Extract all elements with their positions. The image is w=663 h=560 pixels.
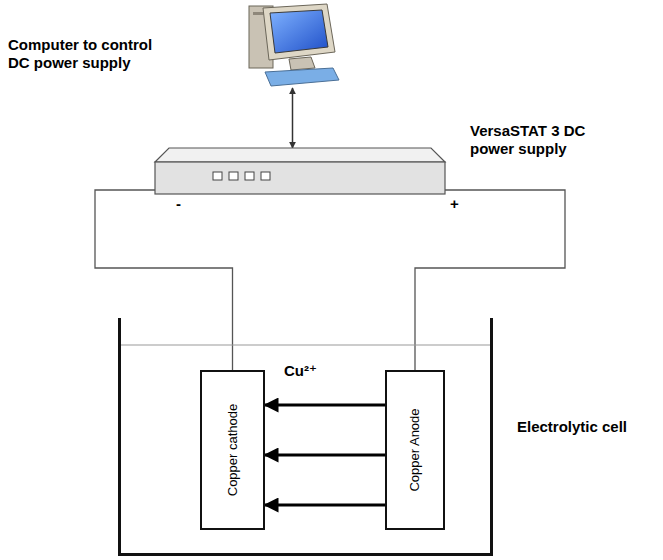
part-label: Computer to control DC power supply: [8, 36, 168, 72]
shape-outline: [155, 148, 445, 194]
electrode-label: Copper Anode: [407, 408, 423, 491]
ion-label: Cu²⁺: [284, 362, 317, 380]
terminal-sign: -: [176, 195, 181, 212]
shape-outline: [245, 2, 340, 88]
ion-flow-arrow: [265, 454, 385, 457]
computer-icon: Computer to control DC power supply: [245, 2, 340, 88]
electrode-label: Copper cathode: [225, 404, 241, 497]
ion-flow-arrow: [265, 504, 385, 507]
wire: [95, 190, 233, 370]
electrolytic-cell: Electrolytic cellCopper cathodeCopper An…: [118, 318, 493, 556]
part-label: VersaSTAT 3 DC power supply: [470, 122, 620, 158]
power-supply: VersaSTAT 3 DC power supply: [155, 148, 445, 194]
data-link-arrow: [292, 88, 294, 148]
terminal-sign: +: [450, 195, 459, 212]
ion-flow-arrow: [265, 404, 385, 407]
electrode: Copper cathode: [200, 370, 265, 530]
part-label: Electrolytic cell: [513, 418, 631, 436]
electrode: Copper Anode: [385, 370, 445, 530]
